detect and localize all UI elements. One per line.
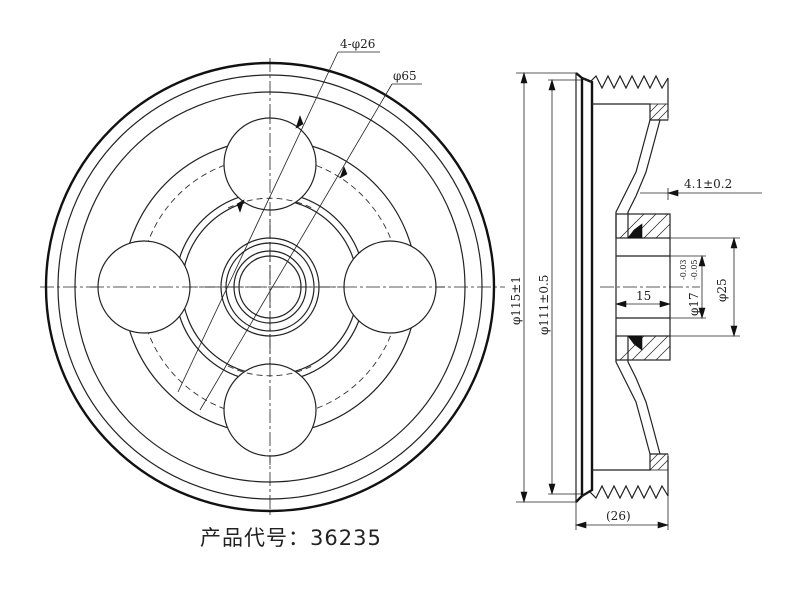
product-code-label: 产品代号： [200, 526, 310, 550]
arrow-pcd [339, 166, 348, 179]
rim-inner-top [592, 103, 668, 121]
od-inner-label: φ111±0.5 [537, 275, 551, 335]
wall-thickness-label: 4.1±0.2 [684, 177, 732, 191]
arrow-hub-right [659, 300, 672, 308]
rim-hatch-bottom [649, 453, 669, 471]
pulley-rim-inner-edge [57, 74, 483, 500]
hub-section-bottom [615, 335, 671, 361]
weld-fill-bottom [627, 335, 643, 351]
groove-teeth-top [581, 74, 669, 90]
overall-width-label: (26) [606, 509, 631, 523]
leader-line-pcd [199, 83, 393, 411]
web-profile-bottom [615, 336, 651, 455]
arrow-od-bottom [520, 491, 528, 504]
od-outer-label: φ115±1 [509, 276, 523, 325]
product-code-value: 36235 [310, 526, 382, 550]
arrow-hole-1 [295, 115, 304, 129]
web-profile-top [615, 119, 651, 238]
weld-fill-top [627, 223, 643, 239]
rim-hatch-top [649, 103, 669, 121]
pulley-web-outer [74, 91, 466, 483]
pulley-outer-rim [44, 61, 496, 513]
hub-length-label: 15 [636, 289, 651, 303]
groove-teeth-bottom [581, 484, 669, 500]
bore-tol-upper: -0.03 [679, 259, 688, 280]
web-profile-top-2 [627, 119, 661, 238]
side-view: φ115±1 φ111±0.5 4.1±0.2 15 φ17 -0.03 -0.… [509, 71, 762, 530]
arrow-hubdia-top [730, 236, 738, 249]
hub-section-top [615, 213, 671, 239]
bore-tol-lower: -0.05 [690, 259, 699, 280]
leader-line-hole-dia [177, 51, 339, 393]
arrow-od2-bottom [548, 483, 556, 496]
arrow-od2-top [548, 78, 556, 91]
rim-inner-bottom [592, 453, 668, 471]
hole-callout-text: 4-φ26 [340, 37, 375, 51]
arrow-width-right [657, 521, 670, 529]
arrow-hub-left [614, 300, 627, 308]
pcd-callout-text: φ65 [393, 69, 417, 83]
web-profile-bottom-2 [627, 336, 661, 455]
bore-main-label: φ17 [687, 292, 701, 316]
arrow-hole-2 [236, 199, 245, 213]
product-code-caption: 产品代号：36235 [200, 522, 382, 552]
arrow-bore-top [698, 254, 706, 267]
hub-diameter-label: φ25 [715, 278, 729, 302]
side-outer-profile [575, 72, 594, 503]
arrow-od-top [520, 71, 528, 84]
arrow-width-left [574, 521, 587, 529]
front-view: 4-φ26 φ65 [40, 37, 505, 518]
arrow-hubdia-bottom [730, 325, 738, 338]
arrow-wall [666, 189, 679, 197]
arrow-bore-bottom [698, 307, 706, 320]
